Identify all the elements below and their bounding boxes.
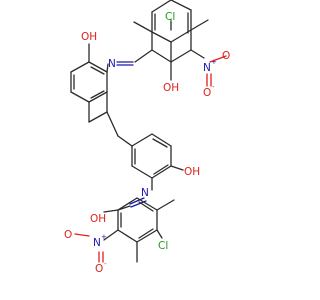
o-bottom-nitro-2-label: O: [64, 229, 72, 241]
oh-bottom-phenol-label: OH: [184, 166, 200, 178]
n-top-label: N: [108, 58, 116, 70]
upper-phenol-ring: [70, 43, 108, 123]
n-top-nitro-label: N: [203, 62, 211, 74]
top-imine: [116, 49, 153, 66]
bottom-salicyl-ring: [117, 197, 158, 243]
bottom-methyl-groups: [136, 199, 175, 263]
methylene-bridge: [106, 111, 133, 147]
minus-top-label: -: [212, 83, 215, 91]
oh-top-phenol-label: OH: [81, 31, 97, 43]
oh-top-salicyl-label: OH: [163, 82, 179, 94]
lower-phenol-ring: [131, 133, 184, 191]
o-bottom-nitro-label: O: [95, 263, 103, 275]
top-nitro-group: [190, 49, 212, 87]
plus-bottom-label: +: [101, 233, 107, 241]
n-bottom-label: N: [141, 187, 149, 199]
o-top-nitro-label: O: [203, 87, 211, 99]
cl-bottom-label: Cl: [158, 240, 168, 252]
molecule-canvas: Cl N + O - O OH N OH: [64, 0, 230, 275]
top-salicyl-ring: [151, 0, 192, 63]
bottom-nitro-group: [74, 229, 119, 263]
oh-bottom-salicyl-label: OH: [90, 213, 106, 225]
n-bottom-nitro-label: N: [93, 237, 101, 249]
structure-diagram: Cl N + O - O OH N OH: [64, 0, 230, 275]
cl-top-label: Cl: [165, 11, 175, 23]
o-top-nitro-2-label: O: [222, 50, 230, 62]
minus-bottom-label: -: [104, 260, 107, 268]
plus-top-label: +: [211, 58, 217, 66]
